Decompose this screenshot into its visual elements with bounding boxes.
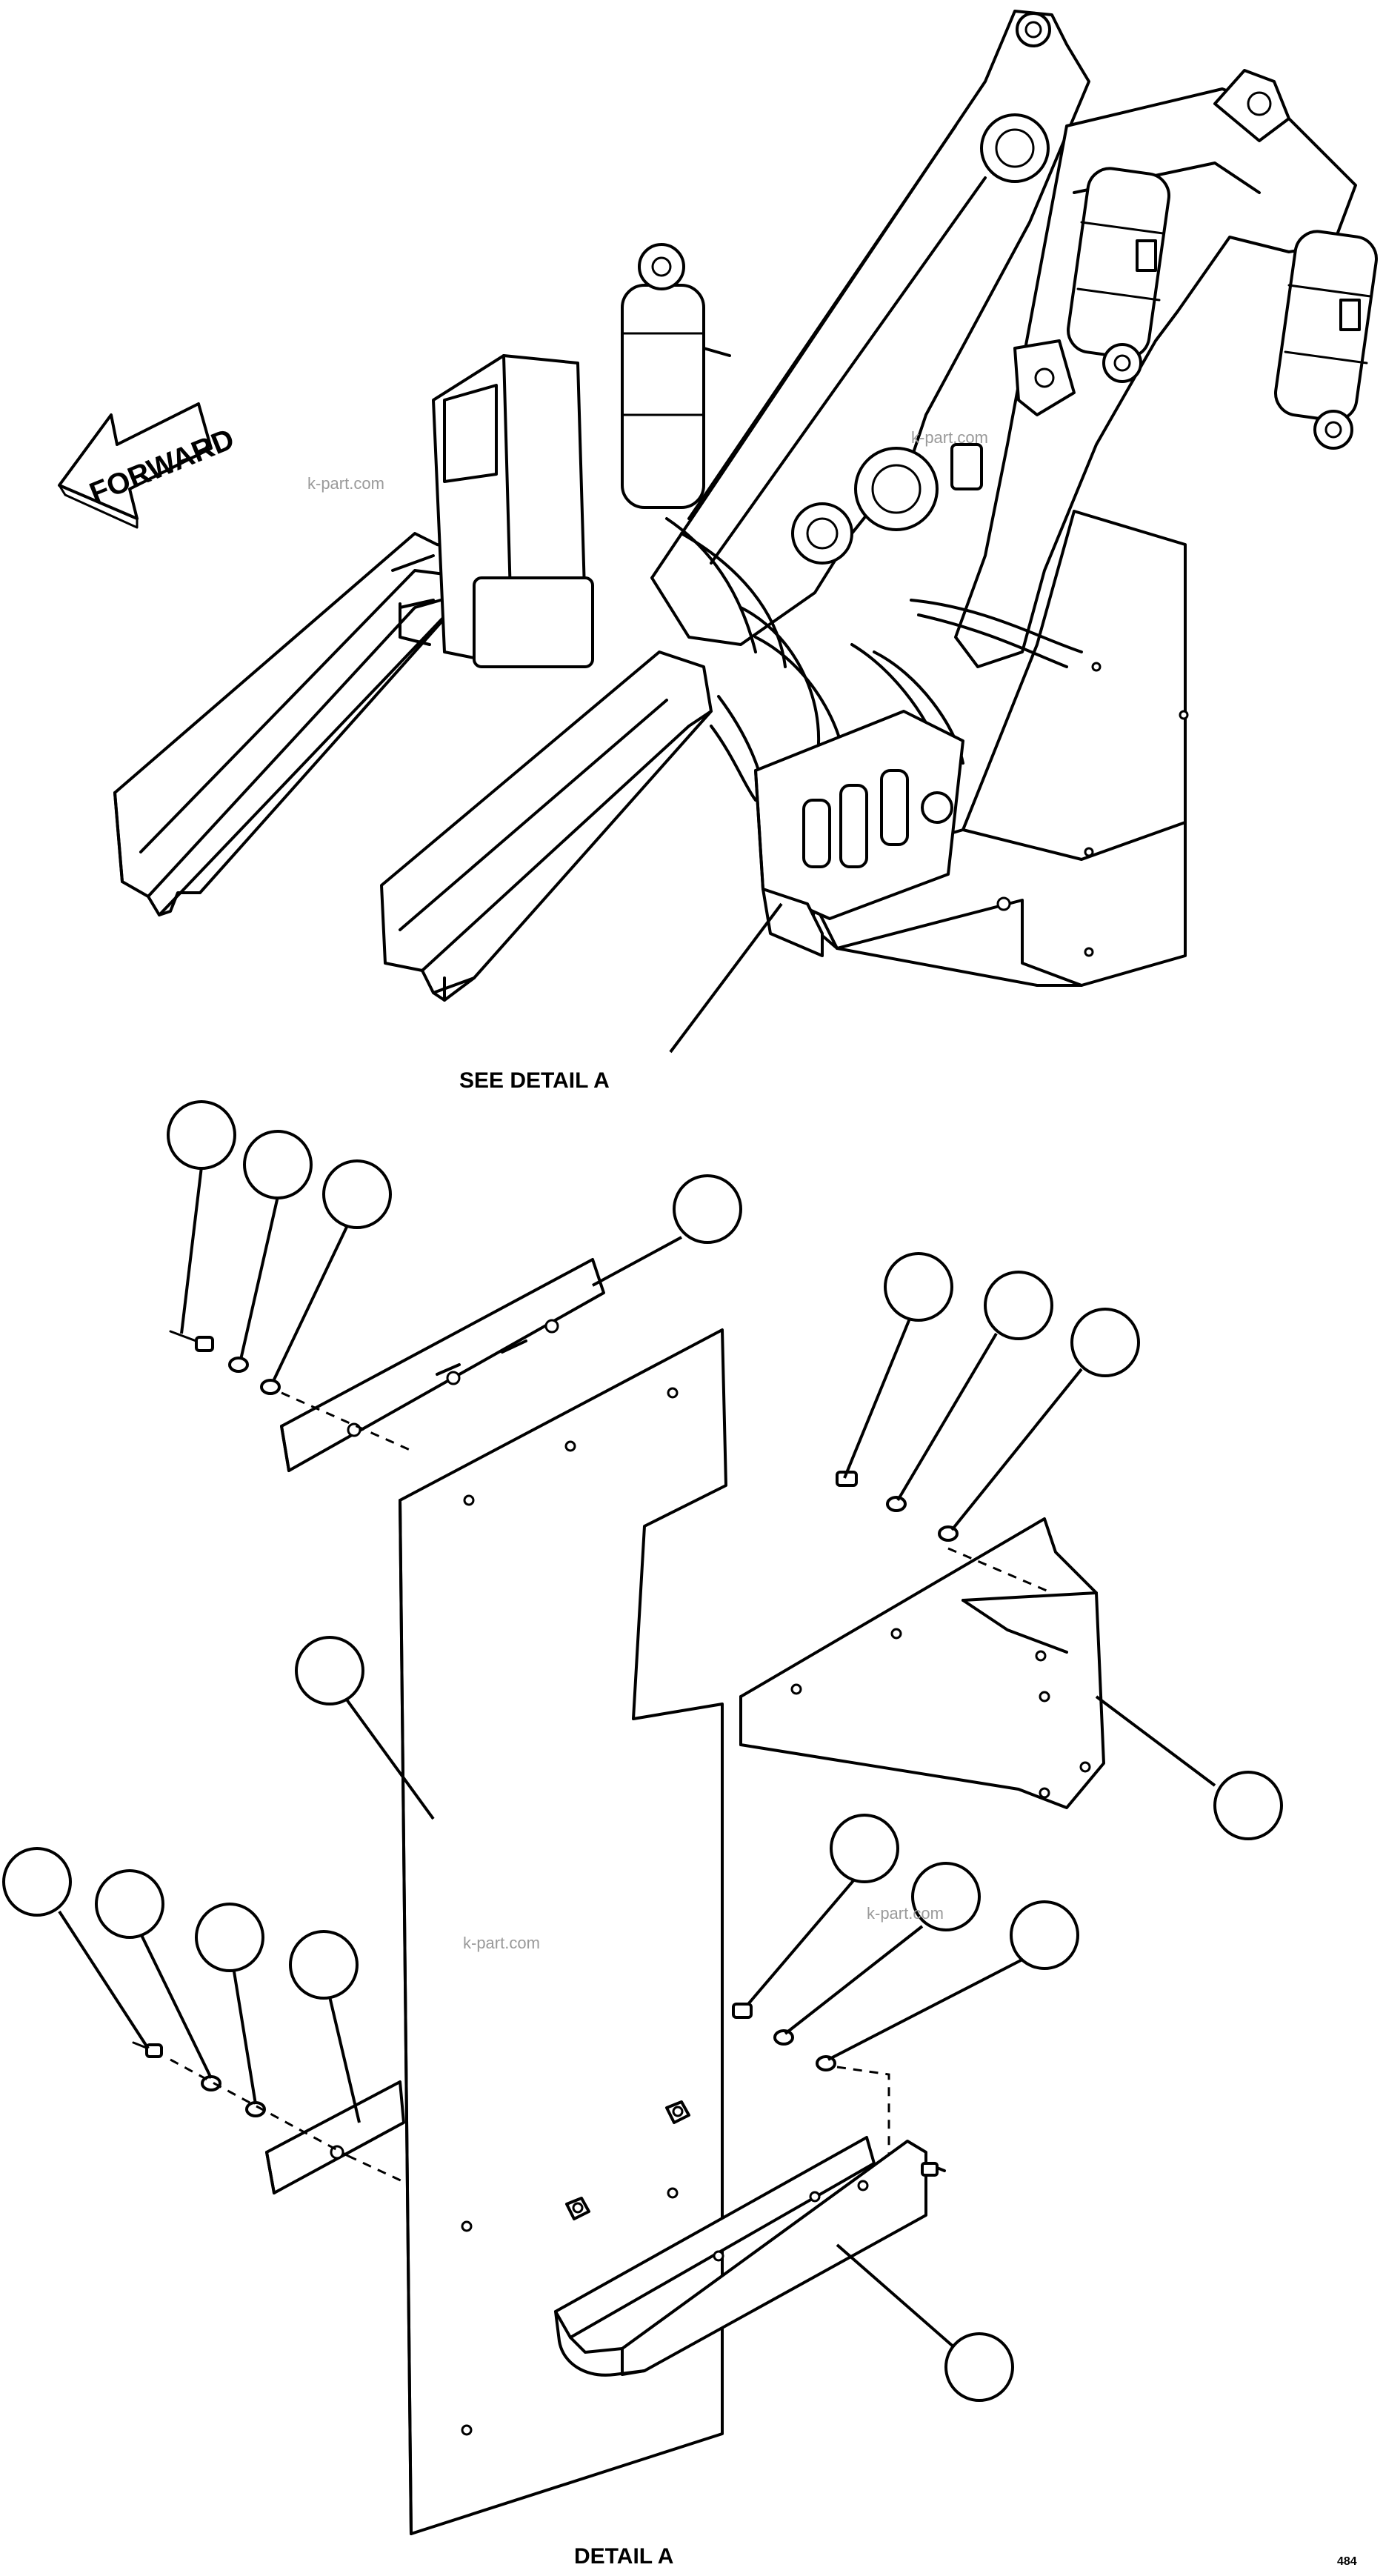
callout-bubble	[1213, 1771, 1283, 1840]
main-boom	[650, 10, 1090, 646]
callout-bubble	[984, 1271, 1053, 1340]
upper-right-bolt-set	[836, 1471, 959, 1542]
upper-right-bracket	[739, 1517, 1105, 1809]
callout-bubbles	[2, 1100, 1283, 2402]
callout-bubble	[911, 1862, 981, 1931]
boom-pivot	[791, 447, 939, 565]
callout-bubble	[884, 1252, 953, 1322]
right-lift-arm	[380, 650, 713, 1002]
callout-bubble	[289, 1930, 359, 2000]
see-detail-label: SEE DETAIL A	[459, 1068, 610, 1093]
callout-bubble	[1010, 1900, 1079, 1970]
callout-bubble	[322, 1159, 392, 1229]
watermark-3: k-part.com	[463, 1934, 540, 1952]
main-plate	[399, 1328, 727, 2535]
frame-cross-member	[950, 69, 1357, 668]
watermark-1: k-part.com	[307, 474, 384, 493]
tilt-cylinder-center	[1067, 167, 1170, 383]
forward-arrow: FORWARD	[58, 402, 239, 529]
callout-bubble	[95, 1869, 164, 1939]
callout-bubble	[195, 1903, 264, 1972]
detail-leader-line	[669, 902, 783, 1054]
control-box	[391, 354, 594, 668]
watermark-2: k-part.com	[911, 428, 988, 447]
lower-right-bolt-set	[732, 2003, 890, 2211]
callout-bubble	[944, 2332, 1014, 2402]
tilt-cylinder-right	[1274, 230, 1378, 450]
upper-mounting-bar	[280, 1258, 605, 1472]
callout-bubble	[295, 1636, 364, 1705]
upper-bolt-set	[169, 1330, 416, 1454]
callout-bubble	[2, 1847, 72, 1917]
lower-mounting-bar	[265, 2080, 405, 2194]
lower-channel-bracket	[554, 2136, 946, 2377]
page-code: 484	[1337, 2555, 1357, 2568]
machine-assembly-view: FORWARD	[58, 10, 1378, 1093]
detail-a-title: DETAIL A	[574, 2544, 673, 2569]
lift-cylinder	[621, 243, 731, 509]
watermark-4: k-part.com	[867, 1904, 944, 1923]
valve-block	[754, 710, 964, 957]
callout-bubble	[243, 1130, 313, 1199]
detail-a-view: k-part.com k-part.com DETAIL A 484	[2, 1100, 1357, 2569]
lower-left-bolt-set	[132, 2041, 349, 2157]
callout-bubble	[673, 1174, 742, 1244]
callout-bubble	[830, 1814, 899, 1883]
callout-bubble	[167, 1100, 236, 1170]
callout-bubble	[1070, 1308, 1140, 1377]
